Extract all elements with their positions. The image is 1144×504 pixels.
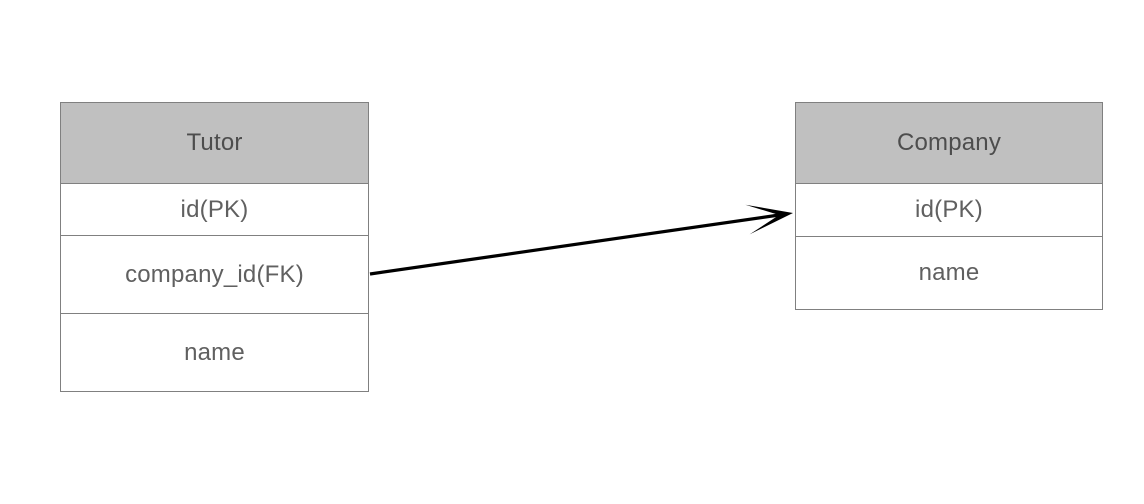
- entity-company[interactable]: Company id(PK) name: [795, 102, 1103, 310]
- relationship-arrow-tutor-company[interactable]: [369, 204, 793, 276]
- entity-company-field-id: id(PK): [796, 184, 1102, 237]
- relationship-line: [369, 213, 780, 276]
- entity-company-field-name: name: [796, 237, 1102, 309]
- entity-tutor-field-company-id: company_id(FK): [61, 236, 368, 314]
- entity-tutor-field-id: id(PK): [61, 184, 368, 236]
- entity-tutor[interactable]: Tutor id(PK) company_id(FK) name: [60, 102, 369, 392]
- entity-tutor-title: Tutor: [61, 103, 368, 184]
- arrow-head-icon: [745, 204, 793, 235]
- entity-company-title: Company: [796, 103, 1102, 184]
- entity-tutor-field-name: name: [61, 314, 368, 391]
